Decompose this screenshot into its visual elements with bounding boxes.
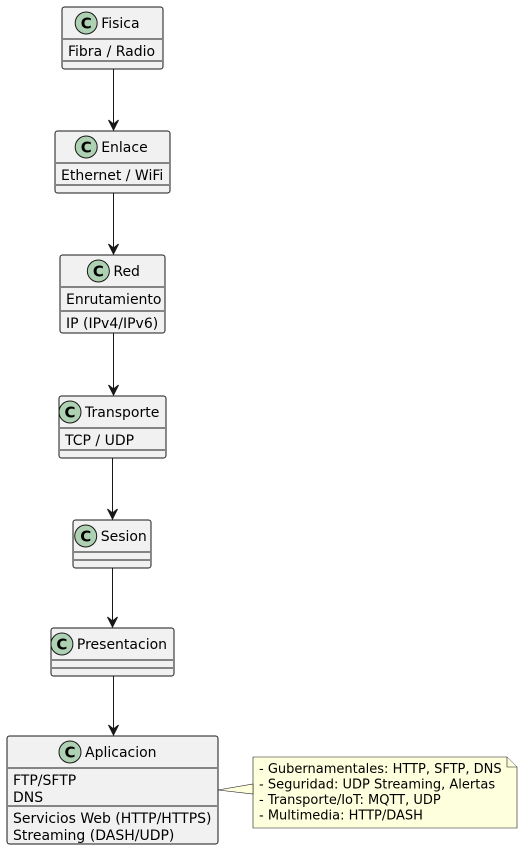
class-member: FTP/SFTP — [13, 773, 76, 789]
class-stereotype-icon: C — [58, 400, 82, 424]
arrowhead-icon — [108, 119, 119, 132]
class-stereotype-icon: C — [50, 632, 74, 656]
class-member: Ethernet / WiFi — [61, 168, 163, 184]
class-title: Presentacion — [77, 637, 167, 653]
note[interactable]: - Gubernamentales: HTTP, SFTP, DNS- Segu… — [217, 756, 518, 829]
class-member: Enrutamiento — [66, 292, 161, 308]
class-member: Streaming (DASH/UDP) — [13, 828, 174, 844]
class-box — [59, 254, 166, 334]
class-stereotype-icon: C — [58, 740, 82, 764]
class-stereotype-icon: C — [74, 11, 98, 35]
class-sesion[interactable]: C Sesion — [72, 519, 152, 569]
class-title: Sesion — [101, 529, 147, 545]
stereotype-letter: C — [56, 636, 67, 654]
note-line: - Transporte/IoT: MQTT, UDP — [259, 793, 441, 808]
note-line: - Multimedia: HTTP/DASH — [259, 809, 423, 824]
class-member: Servicios Web (HTTP/HTTPS) — [13, 811, 211, 827]
class-member: IP (IPv4/IPv6) — [66, 316, 158, 332]
class-member: DNS — [13, 790, 43, 806]
arrowhead-icon — [107, 508, 118, 521]
arrowhead-icon — [107, 616, 118, 629]
note-line: - Gubernamentales: HTTP, SFTP, DNS — [259, 762, 502, 777]
note-connector — [217, 783, 254, 795]
note-line: - Seguridad: UDP Streaming, Alertas — [259, 778, 495, 793]
class-title: Fisica — [101, 16, 139, 32]
relation-presentacion-to-aplicacion[interactable] — [108, 676, 119, 737]
stereotype-letter: C — [81, 15, 92, 33]
class-stereotype-icon: C — [74, 135, 98, 159]
class-title: Transporte — [84, 405, 159, 421]
class-title: Aplicacion — [85, 745, 157, 761]
stereotype-letter: C — [81, 139, 92, 157]
stereotype-letter: C — [80, 528, 91, 546]
class-member: TCP / UDP — [64, 433, 134, 449]
stereotype-letter: C — [64, 404, 75, 422]
relation-red-to-transporte[interactable] — [108, 333, 119, 397]
stereotype-letter: C — [93, 263, 104, 281]
relation-sesion-to-presentacion[interactable] — [107, 568, 118, 629]
relation-fisica-to-enlace[interactable] — [108, 69, 119, 132]
class-stereotype-icon: C — [86, 259, 110, 283]
stereotype-letter: C — [64, 744, 75, 762]
relation-enlace-to-red[interactable] — [108, 193, 119, 256]
class-presentacion[interactable]: C Presentacion — [50, 627, 175, 677]
arrowhead-icon — [108, 384, 119, 397]
note-fold-icon — [506, 757, 517, 768]
arrowhead-icon — [108, 243, 119, 256]
arrowhead-icon — [108, 724, 119, 737]
class-title: Red — [113, 264, 140, 280]
relation-transporte-to-sesion[interactable] — [107, 458, 118, 521]
class-member: Fibra / Radio — [68, 44, 155, 60]
class-title: Enlace — [101, 140, 148, 156]
class-stereotype-icon: C — [74, 524, 98, 548]
note-box — [252, 756, 518, 829]
